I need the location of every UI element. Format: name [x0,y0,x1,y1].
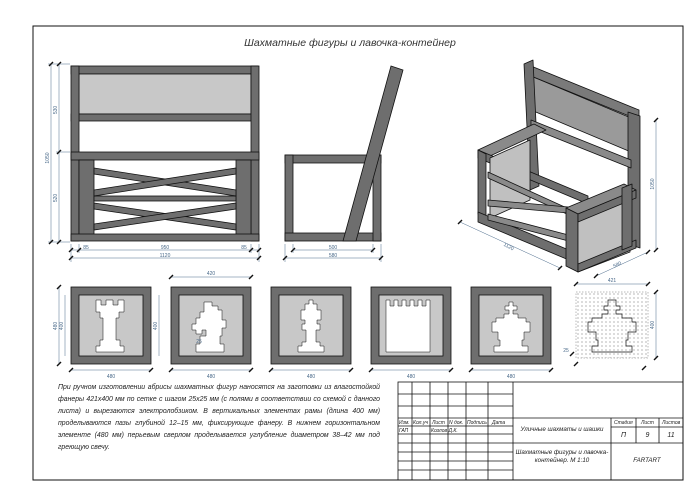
knight-silhouette [191,301,227,353]
figure-dimensions [58,276,551,371]
title-block [397,381,684,481]
front-box-midrail [93,195,237,202]
dim-grid-width: 421 [608,278,617,284]
dim-side-total: 580 [329,253,338,259]
dim-iso-height: 1050 [650,178,656,189]
tb-header-kol: Кол.уч [413,420,428,426]
front-view [70,65,260,242]
side-backrest [342,65,404,242]
tb-sheets-label: Листов [662,420,681,426]
tb-sheet-no: 9 [645,432,650,439]
side-dim-ticks [282,247,384,261]
front-seat-rail [70,151,260,161]
dim-front-leg-left: 85 [83,245,89,251]
dim-knight-frame-w: 420 [207,271,216,277]
front-back-panel [78,73,252,115]
iso-dim-ticks [457,117,659,279]
dim-front-leg-right: 85 [241,245,247,251]
isometric-view [477,59,641,273]
figure-silhouettes [95,299,531,353]
dim-side-inner: 500 [329,245,338,251]
queen-silhouette [385,299,431,353]
side-front-post [284,154,294,242]
dim-iso-depth: 580 [612,260,622,269]
dim-front-height-seat: 520 [53,194,59,203]
front-dimensions [48,63,260,262]
rook-silhouette [95,299,125,353]
front-diagonal-d [93,202,237,231]
dim-front-height-total: 1050 [45,152,51,163]
iso-right-rear-post [621,183,633,251]
king-silhouette [491,301,531,353]
dim-front-total: 1120 [160,253,171,259]
side-dimensions [284,244,382,262]
sheet-title: Шахматные фигуры и лавочка-контейнер [244,37,456,49]
dim-bottom-1: 480 [107,374,116,380]
tb-header-izm: Изм. [399,420,410,426]
grid-dim-ticks [569,281,659,371]
dim-front-inner: 950 [161,245,170,251]
tb-drawing: Шахматные фигуры и лавочка-контейнер. М … [515,449,609,464]
side-bottom-rail [284,232,382,242]
front-box-right [235,159,252,237]
dim-bottom-3: 480 [307,374,316,380]
dim-front-height-back: 530 [53,106,59,115]
tb-stage-label: Стадия [614,420,633,426]
iso-right-front-post [565,207,579,273]
dim-bottom-2: 480 [207,374,216,380]
tb-header-sign: Подпись [467,420,487,426]
dim-bottom-5: 480 [507,374,516,380]
figure-dim-ticks [56,274,554,373]
sheet-border [32,25,684,481]
iso-left-inner [489,139,531,219]
iso-left-front-post [477,149,487,219]
iso-dimensions [459,120,657,277]
dim-bottom-4: 480 [407,374,416,380]
tb-org: FARTART [633,457,661,464]
dim-frame-h-inner: 400 [59,322,65,331]
front-box-left [78,159,95,237]
tb-header-date: Дата [492,420,506,426]
tb-header-doc: N док. [449,420,464,426]
tb-project: Уличные шахматы и шашки [520,426,604,433]
grid-dimensions [576,283,657,358]
grid-king-outline [587,299,637,353]
front-diagonal-b [93,167,237,197]
front-dim-ticks [48,61,262,261]
sheet-note: При ручном изготовлении абрисы шахматных… [58,384,380,451]
tb-gap-label: ГАП [399,428,409,434]
tb-sheet-label: Лист [641,420,654,426]
dim-knight-inner-h: 400 [153,322,159,331]
iso-right-side-rail [577,189,637,223]
grid-template [575,291,649,359]
grid-sheet [575,291,649,359]
bishop-silhouette [297,299,325,353]
iso-right-bottom [577,239,637,273]
tb-header-list: Лист [432,420,445,426]
front-bottom-rail [70,233,260,242]
dim-knight-gap: 25 [196,339,202,345]
dim-grid-height: 400 [650,321,656,330]
side-view [284,65,404,242]
dim-iso-width: 1120 [502,242,515,252]
front-back-rail-mid [70,113,259,122]
tb-sheets-total: 11 [667,432,675,439]
dim-grid-step: 25 [563,348,569,354]
front-back-rail-top [70,65,259,75]
tb-author: Козлов Д.К. [431,428,458,434]
dim-frame-h-outer: 480 [53,322,59,331]
tb-stage: П [620,432,627,439]
